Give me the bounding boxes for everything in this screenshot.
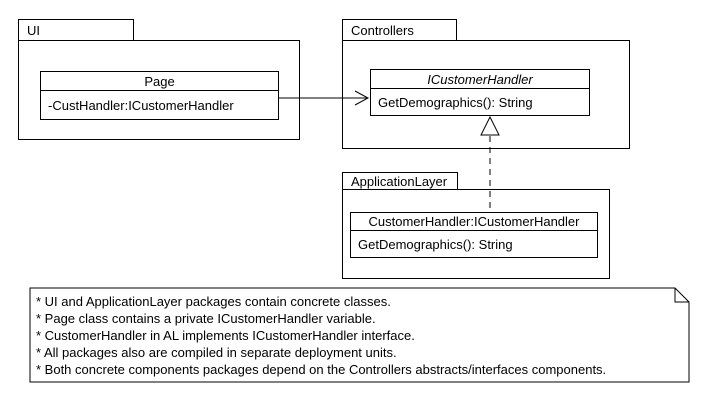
class-page: Page -CustHandler:ICustomerHandler — [40, 71, 279, 120]
package-controllers-body — [342, 40, 630, 149]
realization-triangle-icon — [480, 115, 500, 136]
note-line: * CustomerHandler in AL implements ICust… — [36, 328, 415, 343]
note-shape — [29, 287, 690, 383]
package-applicationlayer-body — [342, 189, 610, 279]
package-ui-label: UI — [27, 22, 40, 38]
class-page-attribute: -CustHandler:ICustomerHandler — [48, 97, 234, 113]
package-applicationlayer-tab: ApplicationLayer — [342, 172, 458, 190]
package-ui-body — [18, 40, 300, 140]
note-line: * Both concrete components packages depe… — [36, 362, 607, 377]
association-arrow — [279, 90, 370, 106]
package-controllers-label: Controllers — [351, 22, 414, 38]
interface-icustomerhandler-title: ICustomerHandler — [371, 70, 589, 89]
package-ui-tab: UI — [18, 19, 134, 41]
package-controllers-tab: Controllers — [342, 19, 457, 41]
class-customerhandler: CustomerHandler:ICustomerHandler GetDemo… — [350, 212, 598, 258]
class-page-title: Page — [41, 72, 278, 91]
interface-icustomerhandler-operation: GetDemographics(): String — [378, 94, 533, 110]
note-text: * UI and ApplicationLayer packages conta… — [36, 293, 686, 378]
note-line: * Page class contains a private ICustome… — [36, 311, 376, 326]
package-applicationlayer-label: ApplicationLayer — [351, 173, 448, 189]
interface-icustomerhandler: ICustomerHandler GetDemographics(): Stri… — [370, 69, 590, 116]
class-customerhandler-title: CustomerHandler:ICustomerHandler — [351, 213, 597, 231]
class-customerhandler-operation: GetDemographics(): String — [358, 236, 513, 252]
note-line: * All packages also are compiled in sepa… — [36, 345, 397, 360]
note-fold-icon — [674, 288, 689, 303]
note-line: * UI and ApplicationLayer packages conta… — [36, 294, 391, 309]
